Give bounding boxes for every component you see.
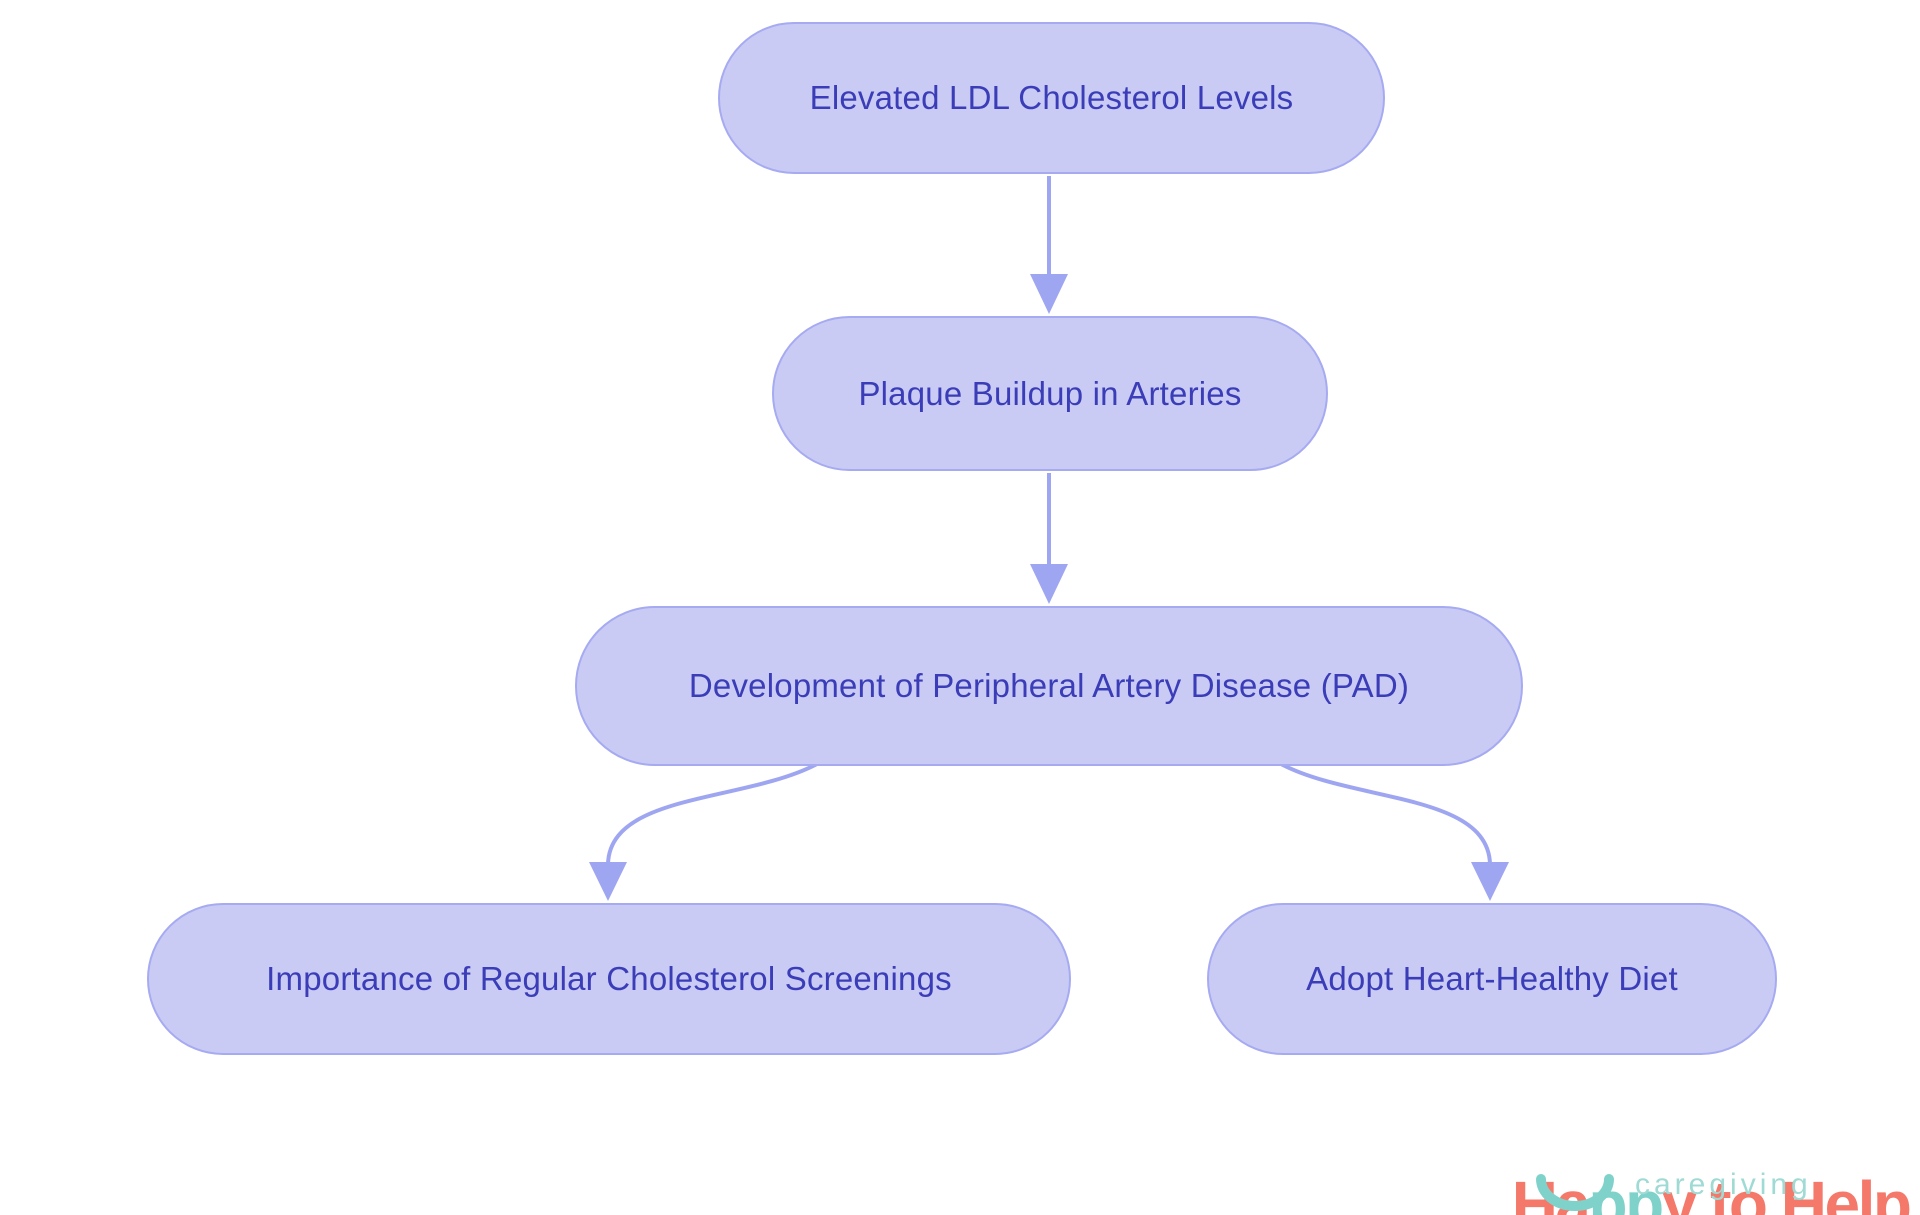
flow-node-elevated-ldl: Elevated LDL Cholesterol Levels [718, 22, 1385, 174]
arrowhead-down-icon [1030, 274, 1068, 314]
edge-ldl-to-plaque [1030, 176, 1068, 314]
brand-logo-subtitle: caregiving [1635, 1168, 1812, 1201]
flow-node-label: Importance of Regular Cholesterol Screen… [266, 960, 952, 997]
flow-node-label: Plaque Buildup in Arteries [858, 374, 1242, 412]
arrowhead-down-icon [589, 862, 627, 901]
edge-pad-to-screenings [589, 762, 818, 901]
flow-node-label: Development of Peripheral Artery Disease… [688, 667, 1410, 704]
smile-icon [1536, 1174, 1614, 1211]
brand-logo-title: Happy to Help [1420, 1108, 1912, 1215]
arrowhead-down-icon [1030, 564, 1068, 604]
flow-node-label: Adopt Heart-Healthy Diet [1306, 960, 1678, 997]
flow-node-plaque-buildup: Plaque Buildup in Arteries [772, 316, 1328, 471]
flow-node-pad-development: Development of Peripheral Artery Disease… [575, 606, 1523, 766]
flow-node-heart-healthy-diet: Adopt Heart-Healthy Diet [1207, 903, 1777, 1055]
edge-plaque-to-pad [1030, 473, 1068, 604]
edge-pad-to-diet [1280, 762, 1509, 901]
arrowhead-down-icon [1471, 862, 1509, 901]
flow-node-cholesterol-screenings: Importance of Regular Cholesterol Screen… [147, 903, 1071, 1055]
flow-node-label: Elevated LDL Cholesterol Levels [809, 79, 1294, 116]
logo-title-segment: y to Help [1661, 1168, 1912, 1215]
brand-logo: Happy to Help caregiving [1420, 1108, 1912, 1215]
